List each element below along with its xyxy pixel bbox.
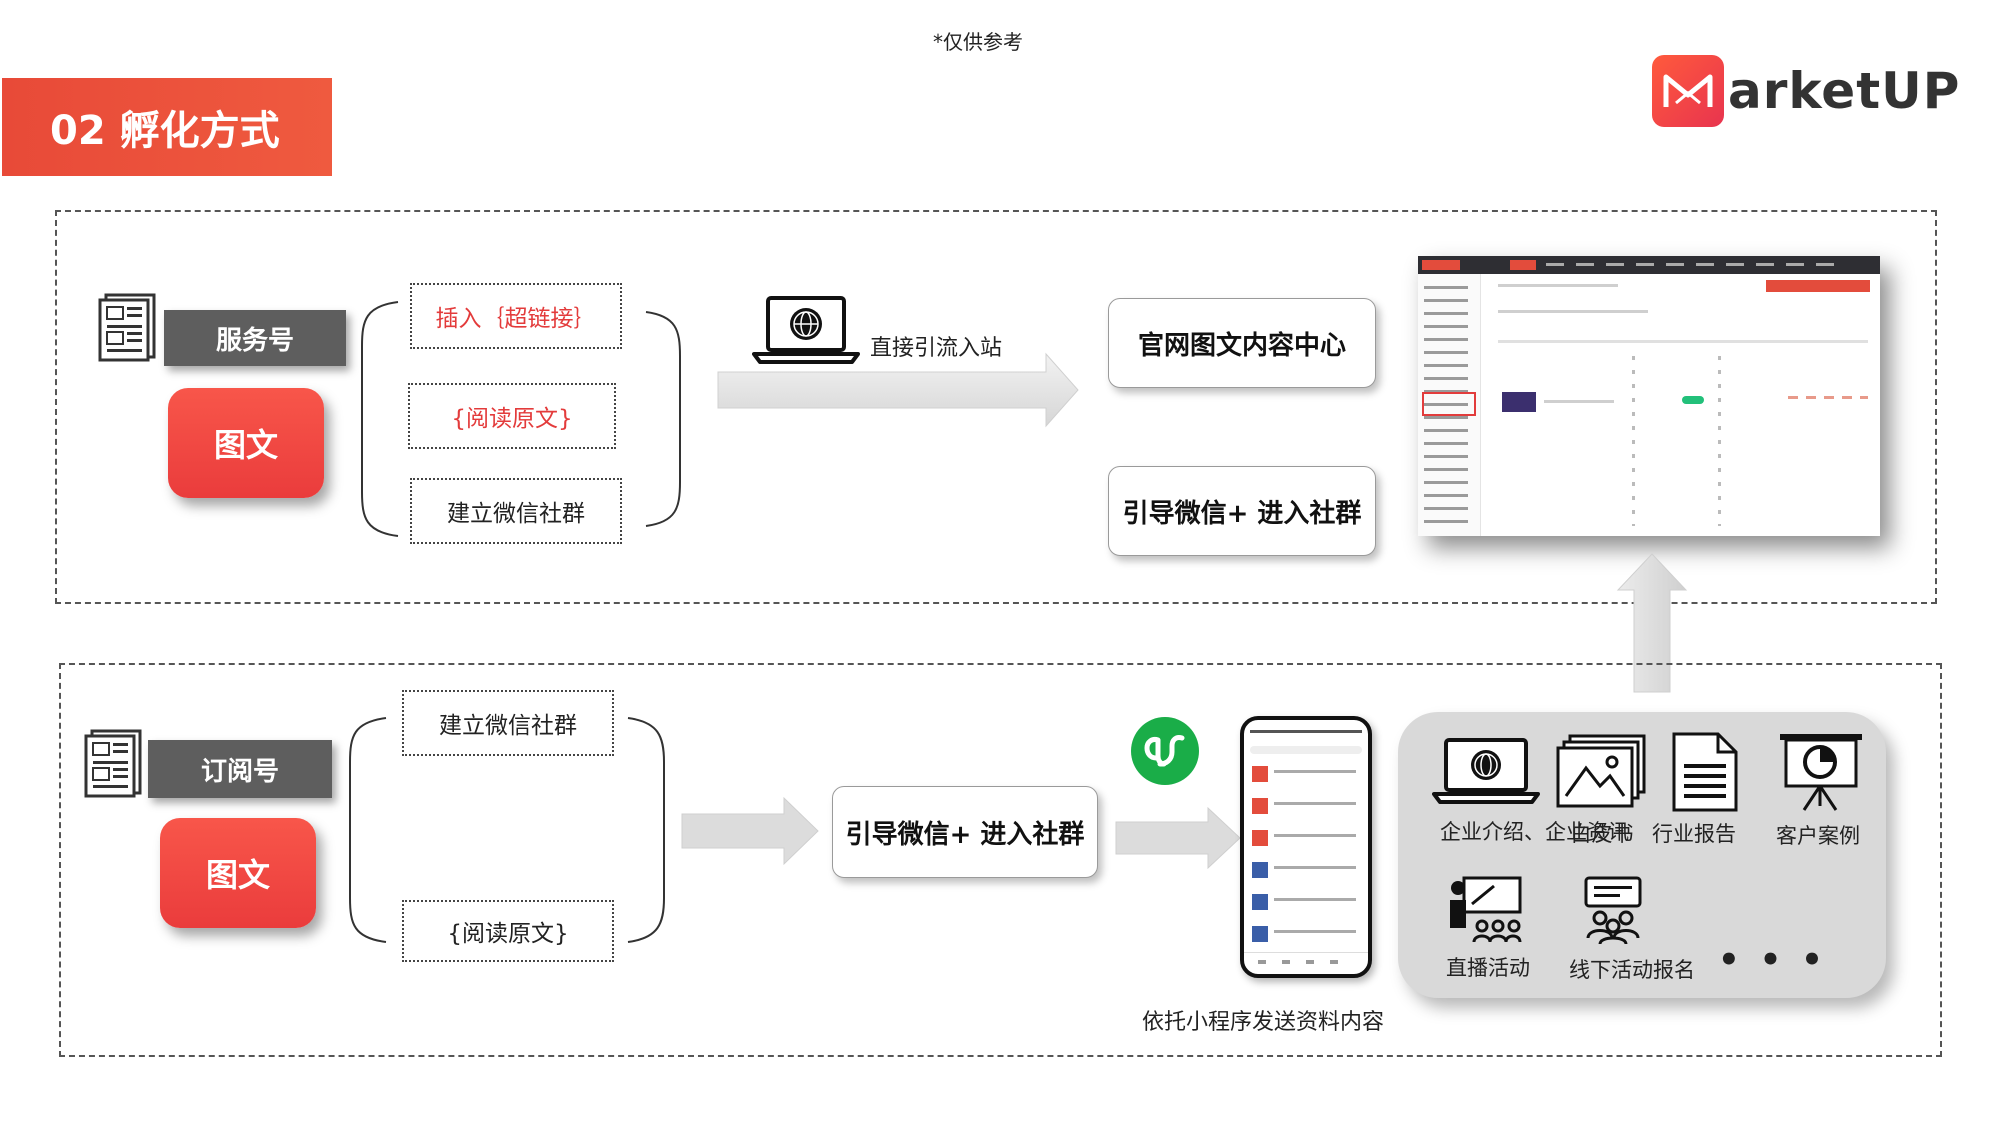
- flow-arrow: [1115, 806, 1241, 870]
- flow-arrow: [681, 796, 819, 866]
- screenshot-sidebar: [1418, 274, 1481, 536]
- subscription-account-label: 订阅号: [148, 740, 332, 798]
- wechat-group-guide-box: 引导微信+ 进入社群: [832, 786, 1098, 878]
- customer-case-label: 客户案例: [1776, 824, 1860, 848]
- offline-event-label: 线下活动报名: [1569, 958, 1695, 982]
- option-bracket: [361, 301, 681, 537]
- newspaper-icon: [98, 292, 158, 366]
- graphic-article-pill: 图文: [168, 388, 324, 498]
- company-intro-label: 企业介绍、企业资讯: [1440, 820, 1629, 844]
- insert-hyperlink-option: 插入｛超链接｝: [410, 283, 622, 349]
- mini-program-icon: [1130, 716, 1200, 790]
- website-content-center-box: 官网图文内容中心: [1108, 298, 1376, 388]
- phone-icon: [1240, 716, 1372, 978]
- reference-note: *仅供参考: [933, 30, 1023, 54]
- direct-traffic-label: 直接引流入站: [870, 336, 1003, 361]
- screenshot-navbar: [1418, 256, 1880, 274]
- wechat-group-guide-box: 引导微信+ 进入社群: [1108, 466, 1376, 556]
- livestream-icon: [1446, 876, 1522, 950]
- industry-report-label: 行业报告: [1652, 822, 1736, 846]
- whitepaper-icon: [1556, 734, 1648, 814]
- wechat-group-option: 建立微信社群: [410, 478, 622, 544]
- laptop-globe-icon: [1432, 736, 1540, 810]
- option-bracket: [349, 717, 665, 943]
- newspaper-icon: [84, 728, 144, 802]
- case-study-icon: [1778, 728, 1864, 818]
- website-screenshot: [1418, 256, 1880, 536]
- laptop-globe-icon: [752, 294, 860, 370]
- graphic-article-pill: 图文: [160, 818, 316, 928]
- read-original-option: {阅读原文}: [402, 900, 614, 962]
- whitepaper-label: 白皮书: [1570, 822, 1634, 846]
- subscription-account-panel: [59, 663, 1942, 1057]
- section-title: 02 孵化方式: [2, 78, 332, 176]
- brand-name: arketUP: [1728, 62, 1961, 120]
- service-account-panel: [55, 210, 1937, 604]
- wechat-group-option: 建立微信社群: [402, 690, 614, 756]
- report-icon: [1672, 732, 1738, 816]
- brand-logo: arketUP: [1652, 54, 1960, 128]
- service-account-label: 服务号: [164, 310, 346, 366]
- up-arrow: [1616, 553, 1688, 693]
- read-original-option: {阅读原文}: [408, 383, 616, 449]
- mini-program-caption: 依托小程序发送资料内容: [1142, 1010, 1385, 1035]
- brand-m-icon: [1652, 55, 1724, 127]
- offline-event-icon: [1578, 876, 1648, 950]
- livestream-label: 直播活动: [1446, 956, 1530, 980]
- flow-arrow: [717, 352, 1079, 428]
- more-indicator: • • •: [1718, 940, 1827, 980]
